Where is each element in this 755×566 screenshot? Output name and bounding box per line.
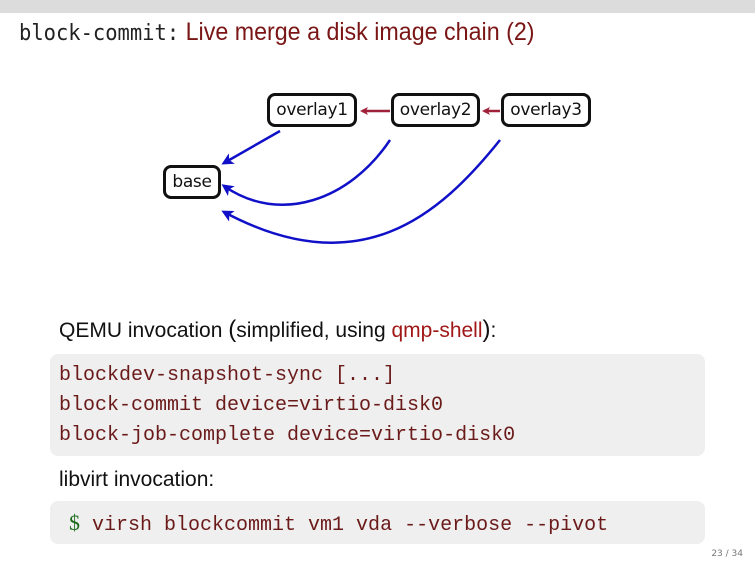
shell-command-line: $ virsh blockcommit vm1 vda --verbose --… [69,508,705,541]
title-code: block-commit: [19,21,180,46]
libvirt-code-block: $ virsh blockcommit vm1 vda --verbose --… [50,501,705,544]
code-line: blockdev-snapshot-sync [...] [59,364,396,387]
qemu-code-block: blockdev-snapshot-sync [...] block-commi… [50,354,705,456]
edge-overlay2-to-base [221,139,392,206]
node-overlay2: overlay2 [391,93,480,127]
shell-prompt: $ [69,510,80,535]
qmp-shell-term: qmp-shell [391,319,483,342]
slide-top-bar [0,0,755,13]
page-number: 23 / 34 [711,549,743,559]
edge-overlay3-to-base [221,139,501,244]
slide-title: block-commit: Live merge a disk image ch… [19,18,535,47]
node-overlay1: overlay1 [267,93,357,127]
libvirt-intro: libvirt invocation: [59,468,215,491]
code-line: block-commit device=virtio-disk0 [59,394,444,417]
code-line: block-job-complete device=virtio-disk0 [59,424,516,447]
qemu-intro: QEMU invocation (simplified, using qmp-s… [59,316,497,343]
title-text: Live merge a disk image chain (2) [179,18,535,46]
disk-chain-diagram: overlay1 overlay2 overlay3 base [163,93,591,244]
node-base: base [163,165,221,199]
edge-overlay1-to-base [221,129,281,165]
node-overlay3: overlay3 [501,93,591,127]
shell-command: virsh blockcommit vm1 vda --verbose --pi… [92,514,609,537]
diagram-edges [221,107,501,244]
